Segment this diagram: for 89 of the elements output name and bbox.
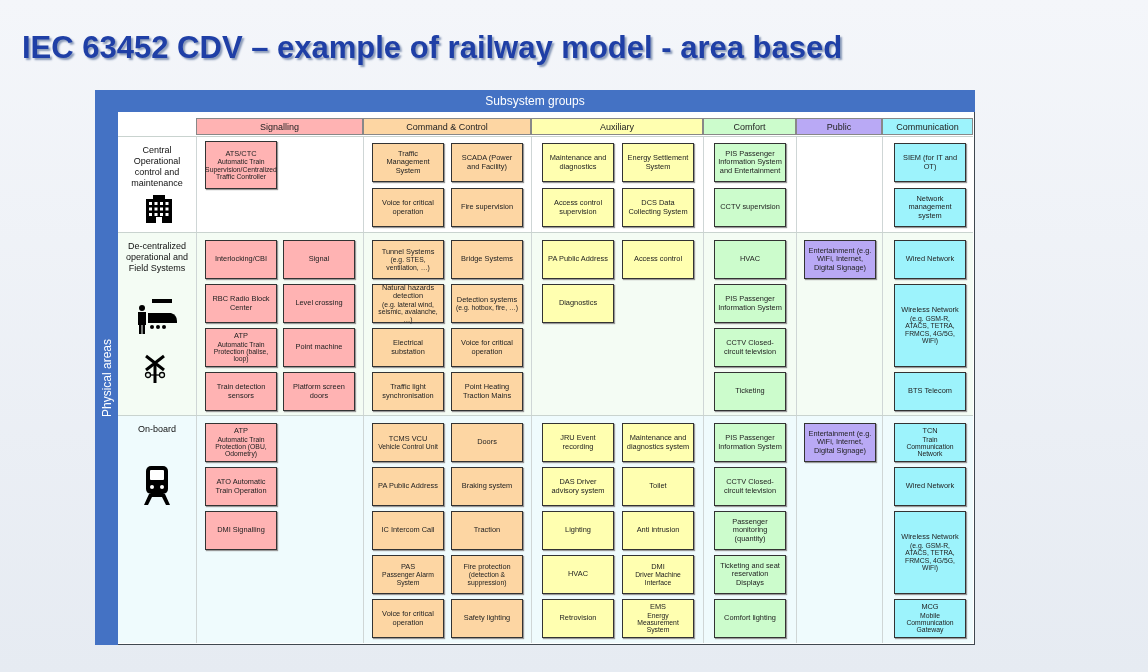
system-box — [205, 423, 277, 462]
row-band — [118, 232, 973, 415]
system-box — [451, 372, 523, 411]
system-box — [451, 423, 523, 462]
system-box — [894, 467, 966, 506]
system-box — [622, 423, 694, 462]
system-box — [714, 511, 786, 550]
row-band — [118, 136, 973, 232]
system-box — [714, 284, 786, 323]
system-box — [283, 328, 355, 367]
system-box — [622, 555, 694, 594]
side-band — [95, 112, 118, 645]
system-box — [205, 372, 277, 411]
column-header: Signalling — [196, 118, 363, 135]
system-box — [714, 143, 786, 182]
system-box — [283, 240, 355, 279]
system-box — [714, 467, 786, 506]
system-box — [451, 599, 523, 638]
system-box — [894, 284, 966, 367]
system-box — [451, 467, 523, 506]
column-header: Communication — [882, 118, 973, 135]
system-box — [372, 467, 444, 506]
system-box — [542, 555, 614, 594]
page-title: IEC 63452 CDV – example of railway model - area based — [22, 30, 843, 66]
column-header: Comfort — [703, 118, 796, 135]
system-box — [205, 240, 277, 279]
system-box — [622, 240, 694, 279]
system-box — [714, 372, 786, 411]
column-header: Auxiliary — [531, 118, 703, 135]
system-box — [451, 240, 523, 279]
row-band — [118, 415, 973, 643]
system-box — [714, 328, 786, 367]
system-box — [894, 188, 966, 227]
system-box — [283, 372, 355, 411]
system-box — [451, 511, 523, 550]
column-header: Command & Control — [363, 118, 531, 135]
system-box — [714, 423, 786, 462]
system-box — [894, 240, 966, 279]
system-box — [372, 328, 444, 367]
system-box — [714, 188, 786, 227]
system-box — [205, 284, 277, 323]
system-box — [372, 511, 444, 550]
row-label: Central Operational control and maintenance — [130, 145, 184, 189]
system-box — [451, 143, 523, 182]
system-box — [804, 423, 876, 462]
system-box — [894, 423, 966, 462]
system-box — [894, 143, 966, 182]
system-box — [451, 284, 523, 323]
system-box — [372, 555, 444, 594]
system-box — [542, 511, 614, 550]
system-box — [894, 599, 966, 638]
system-box — [372, 284, 444, 323]
system-box — [542, 240, 614, 279]
system-box — [372, 372, 444, 411]
system-box — [205, 328, 277, 367]
system-box — [894, 511, 966, 594]
system-box — [622, 511, 694, 550]
system-box — [451, 188, 523, 227]
system-box — [205, 141, 277, 189]
system-box — [804, 240, 876, 279]
row-label: De-centralized operational and Field Systems — [124, 241, 190, 274]
system-box — [622, 599, 694, 638]
system-box — [542, 599, 614, 638]
system-box — [372, 188, 444, 227]
system-box — [542, 284, 614, 323]
row-label: On-board — [137, 424, 177, 435]
system-box — [714, 240, 786, 279]
system-box — [542, 143, 614, 182]
system-box — [372, 423, 444, 462]
system-box — [542, 188, 614, 227]
system-box — [622, 188, 694, 227]
system-box — [283, 284, 355, 323]
system-box — [714, 599, 786, 638]
system-box — [542, 423, 614, 462]
system-box — [451, 555, 523, 594]
system-box — [372, 240, 444, 279]
system-box — [542, 467, 614, 506]
system-box — [894, 372, 966, 411]
header-band: Subsystem groups — [95, 90, 975, 112]
system-box — [622, 467, 694, 506]
system-box — [451, 328, 523, 367]
system-box — [622, 143, 694, 182]
system-box — [372, 143, 444, 182]
system-box — [714, 555, 786, 594]
side-band-label: Physical areas — [99, 339, 114, 418]
system-box — [205, 511, 277, 550]
system-box — [205, 467, 277, 506]
system-box — [372, 599, 444, 638]
column-header: Public — [796, 118, 882, 135]
